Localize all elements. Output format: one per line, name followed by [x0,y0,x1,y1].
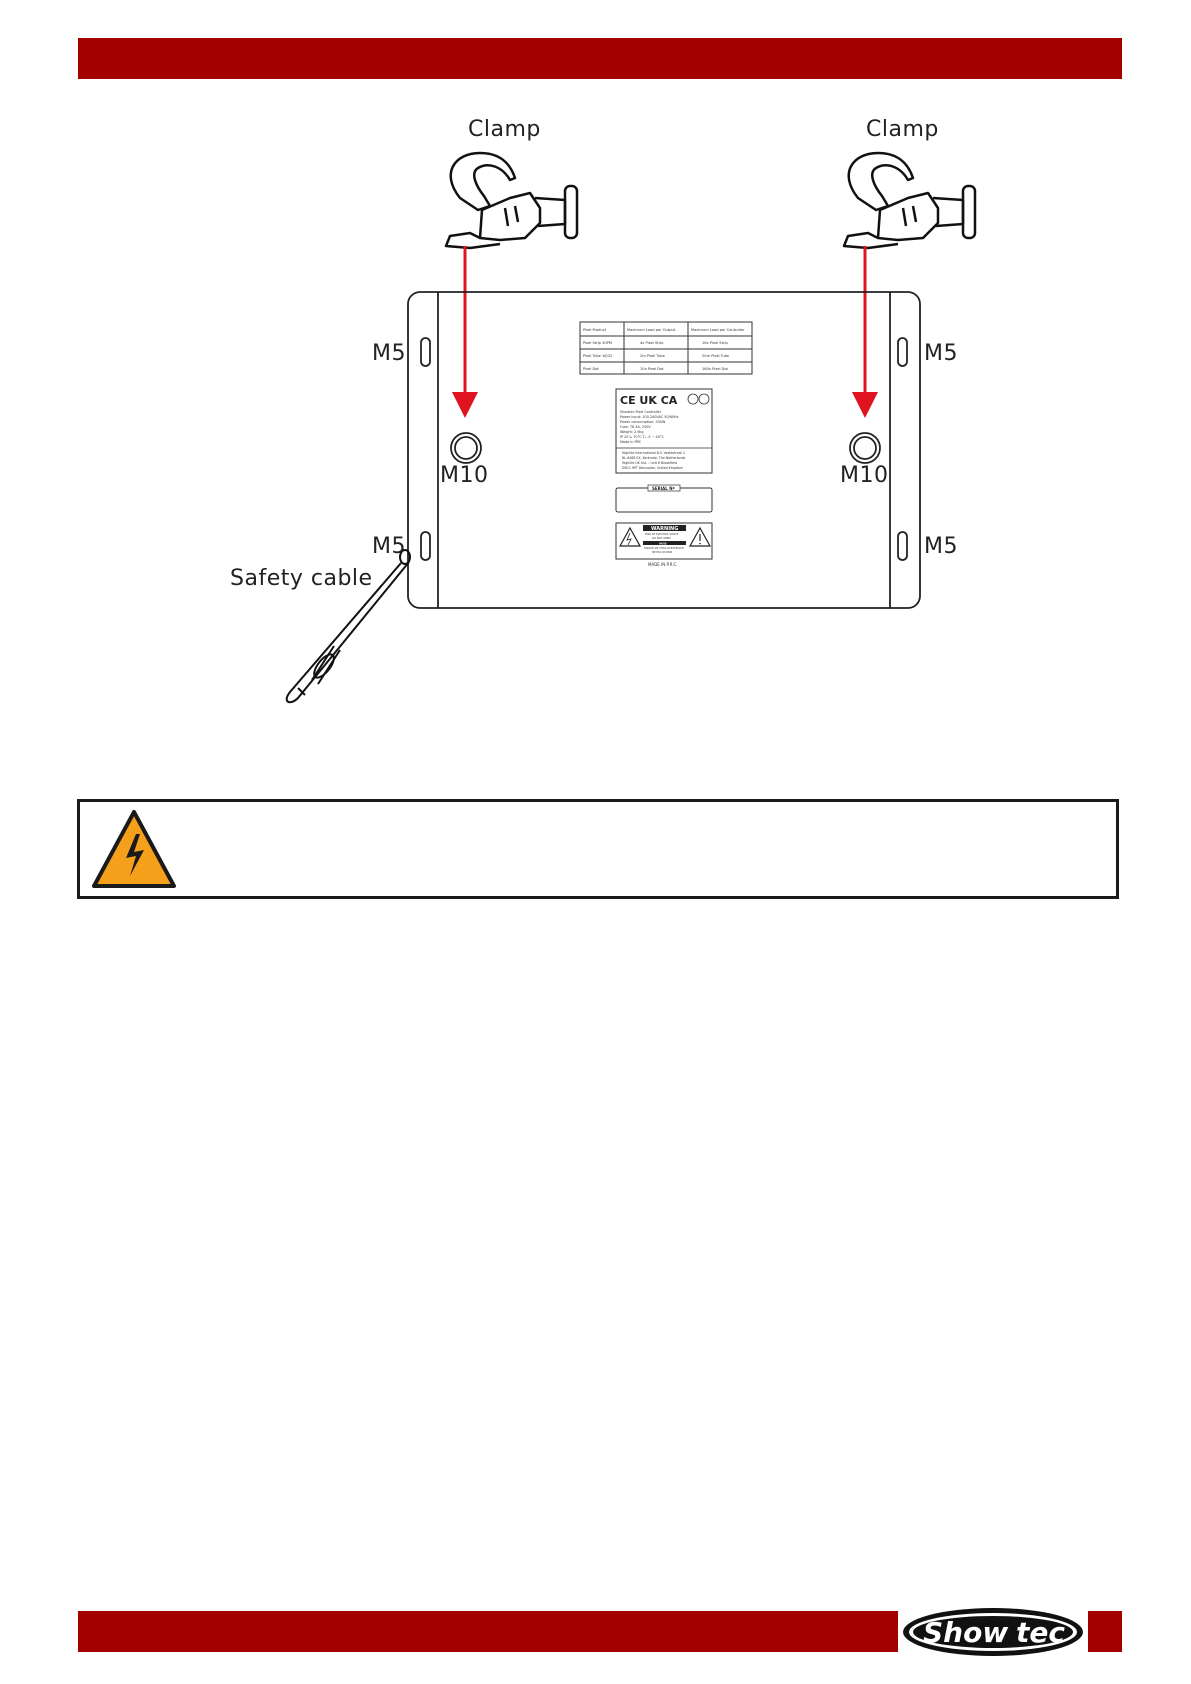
svg-text:Highlite International B.V. Ve: Highlite International B.V. Vestastraat … [622,451,685,455]
load-table-label [579,321,753,375]
svg-text:Showtec Pixel Controller: Showtec Pixel Controller [620,410,662,414]
svg-text:tec: tec [1016,1616,1065,1649]
svg-text:Highlite UK Ltd. – Unit 6 Broo: Highlite UK Ltd. – Unit 6 Brookfield [622,461,677,465]
load-table-text: Pixel Product Maximum Load per Output Ma… [583,328,745,371]
table-cell: 4x Pixel Strip [640,341,664,345]
controller-body [407,291,921,609]
svg-text:Power consumption: 330W: Power consumption: 330W [620,420,666,424]
warning-label: WARNING RISK OF ELECTRIC SHOCK DO NOT OP… [615,522,713,567]
m5-bottom-left-label: M5 [372,534,406,559]
svg-text:Weight: 2.9kg: Weight: 2.9kg [620,430,644,434]
table-header-0: Pixel Product [583,328,607,332]
clamp-left-label: Clamp [468,117,541,142]
table-cell: 10x Pixel Dot [640,367,664,371]
table-cell: 16x Pixel Strip [702,341,728,345]
warning-box [77,799,1119,899]
table-cell: Pixel Strip 30PM [583,341,612,345]
svg-text:Fuse: T6.3A, 250V: Fuse: T6.3A, 250V [620,425,651,429]
svg-text:SERIAL Nº: SERIAL Nº [652,486,676,491]
svg-text:DN11 9PT Doncaster, United Kin: DN11 9PT Doncaster, United Kingdom [622,466,683,470]
safety-cable-icon [285,549,411,704]
mounting-diagram: Pixel Product Maximum Load per Output Ma… [285,151,977,704]
svg-text:NL-6468 EX, Kerkrade, The Neth: NL-6468 EX, Kerkrade, The Netherlands [622,456,686,460]
clamp-left-icon [444,151,579,250]
svg-text:Power input: 100-240VAC 50/60H: Power input: 100-240VAC 50/60Hz [620,415,679,419]
rating-label: CE UK CA Showtec Pixel Controller Power … [615,388,713,474]
table-header-1: Maximum Load per Output [627,328,676,332]
m10-right-label: M10 [840,463,889,488]
svg-text:AVIS: AVIS [659,542,667,546]
svg-text:MADE IN P.R.C.: MADE IN P.R.C. [648,562,678,567]
table-cell: 2m Pixel Tube [640,354,666,358]
svg-text:Made in PRC: Made in PRC [620,440,642,444]
svg-text:NE PAS OUVRIR: NE PAS OUVRIR [652,550,672,554]
table-cell: 160x Pixel Dot [702,367,729,371]
table-cell: 20m Pixel Tube [702,354,730,358]
exclamation-triangle-icon [688,526,712,547]
m10-left-label: M10 [440,463,489,488]
table-header-2: Maximum Load per Controller [691,328,745,332]
m5-top-right-label: M5 [924,341,958,366]
m5-bottom-right-label: M5 [924,534,958,559]
table-cell: Pixel Dot [583,367,599,371]
header-bar [78,38,1122,79]
serial-label: SERIAL Nº [615,484,713,513]
electric-hazard-icon [92,810,176,888]
svg-text:RISK OF ELECTRIC SHOCK: RISK OF ELECTRIC SHOCK [645,532,679,536]
table-cell: Pixel Tube 16/32 [583,354,612,358]
arrow-left [452,246,478,418]
clamp-right-icon [842,151,977,250]
svg-text:RISQUE DE CHOC ELECTRIQUE: RISQUE DE CHOC ELECTRIQUE [644,546,684,550]
arrow-right [852,246,878,418]
svg-text:Show: Show [923,1616,1008,1649]
cert-marks: CE UK CA [620,394,678,407]
shock-triangle-icon [618,526,642,547]
svg-text:DO NOT OPEN: DO NOT OPEN [652,536,670,540]
clamp-right-label: Clamp [866,117,939,142]
svg-text:IP 20 tₐ 70°C Tₐ -5 ~ 40°C: IP 20 tₐ 70°C Tₐ -5 ~ 40°C [620,435,665,439]
showtec-logo: Show tec [898,1604,1088,1660]
safety-cable-label: Safety cable [230,566,373,591]
svg-text:WARNING: WARNING [651,526,678,532]
m5-top-left-label: M5 [372,341,406,366]
